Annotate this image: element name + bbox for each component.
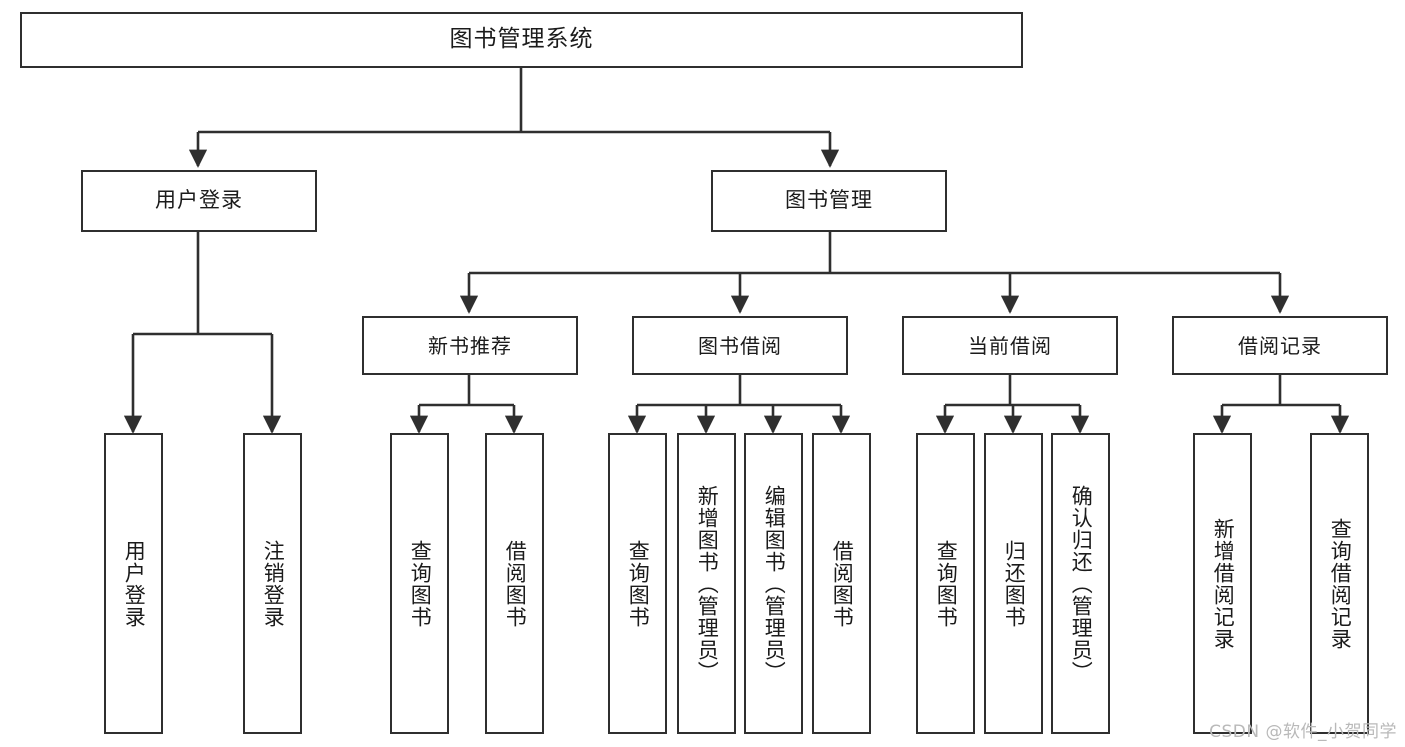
watermark: CSDN @软件_小贺同学 [1209,722,1397,742]
node-new-book-recommend[interactable]: 新书推荐 [362,316,578,375]
leaf-borrow-book[interactable]: 借阅图书 [812,433,871,734]
leaf-query-borrow-record[interactable]: 查询借阅记录 [1310,433,1369,734]
leaf-borrow-books-recommend-label: 借阅图书 [503,539,528,628]
node-borrow-records[interactable]: 借阅记录 [1172,316,1388,375]
leaf-query-books-current-label: 查询图书 [934,539,959,628]
leaf-add-borrow-record[interactable]: 新增借阅记录 [1193,433,1252,734]
leaf-borrow-books-recommend[interactable]: 借阅图书 [485,433,544,734]
node-root-label: 图书管理系统 [449,26,594,53]
leaf-return-book-label: 归还图书 [1002,539,1027,628]
leaf-logout-label: 注销登录 [261,539,286,628]
leaf-user-login[interactable]: 用户登录 [104,433,163,734]
node-book-management[interactable]: 图书管理 [711,170,947,232]
leaf-add-book-admin-label: 新增图书（管理员） [695,484,720,683]
node-book-management-label: 图书管理 [785,188,873,213]
node-current-borrow-label: 当前借阅 [968,333,1052,358]
leaf-edit-book-admin-label: 编辑图书（管理员） [762,484,787,683]
leaf-user-login-label: 用户登录 [122,539,147,628]
leaf-borrow-book-label: 借阅图书 [830,539,855,628]
node-book-borrow-label: 图书借阅 [698,333,782,358]
leaf-query-books-recommend-label: 查询图书 [408,539,433,628]
node-root[interactable]: 图书管理系统 [20,12,1023,68]
leaf-confirm-return-admin-label: 确认归还（管理员） [1069,484,1094,683]
leaf-query-books-current[interactable]: 查询图书 [916,433,975,734]
node-borrow-records-label: 借阅记录 [1238,333,1322,358]
node-new-book-recommend-label: 新书推荐 [428,333,512,358]
leaf-query-books-borrow[interactable]: 查询图书 [608,433,667,734]
leaf-edit-book-admin[interactable]: 编辑图书（管理员） [744,433,803,734]
node-user-login[interactable]: 用户登录 [81,170,317,232]
node-user-login-label: 用户登录 [155,188,243,213]
leaf-return-book[interactable]: 归还图书 [984,433,1043,734]
node-current-borrow[interactable]: 当前借阅 [902,316,1118,375]
leaf-confirm-return-admin[interactable]: 确认归还（管理员） [1051,433,1110,734]
leaf-add-borrow-record-label: 新增借阅记录 [1211,517,1236,650]
leaf-query-books-recommend[interactable]: 查询图书 [390,433,449,734]
leaf-query-borrow-record-label: 查询借阅记录 [1328,517,1353,650]
leaf-query-books-borrow-label: 查询图书 [626,539,651,628]
leaf-add-book-admin[interactable]: 新增图书（管理员） [677,433,736,734]
node-book-borrow[interactable]: 图书借阅 [632,316,848,375]
leaf-logout[interactable]: 注销登录 [243,433,302,734]
